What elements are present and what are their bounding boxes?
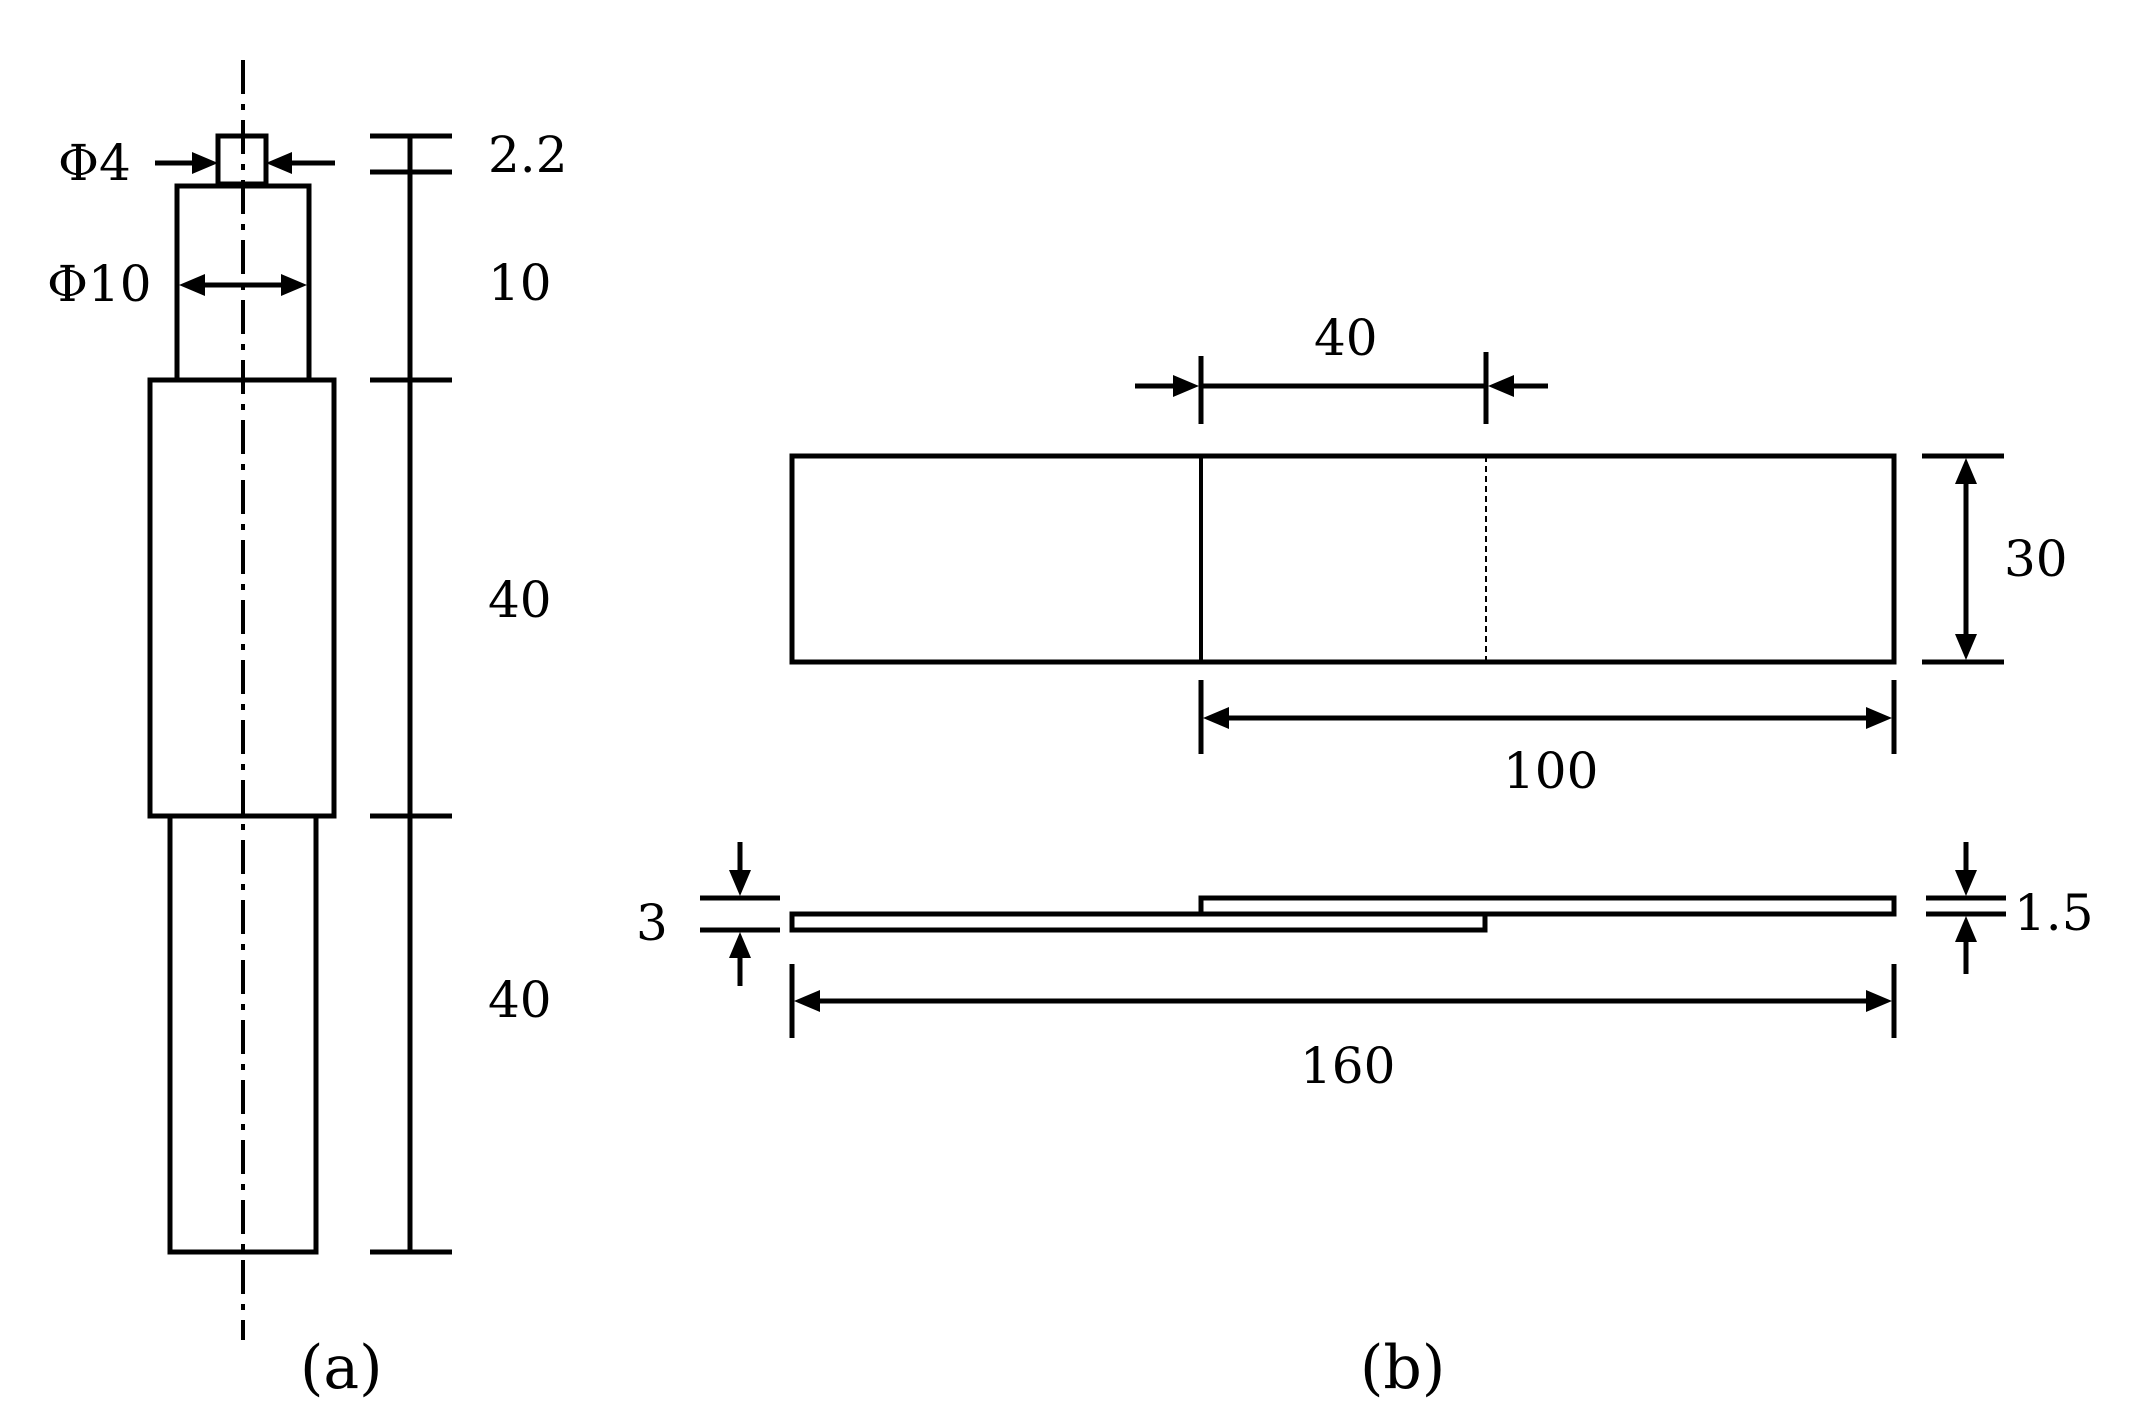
width-dimension: 30 [1922, 453, 2068, 665]
tool-shank-lower [167, 813, 319, 1255]
shoulder-diameter-label: Φ10 [47, 255, 152, 313]
width-label: 30 [2004, 530, 2068, 588]
segment-label-shoulder: 10 [488, 254, 552, 312]
segment-dimension-ruler: 2.2 10 40 40 [370, 126, 568, 1255]
panel-b-caption: (b) [1360, 1333, 1445, 1403]
panel-a-caption: (a) [300, 1333, 383, 1403]
shoulder-diameter-dimension: Φ10 [47, 255, 307, 313]
upper-sheet-side-view [1198, 895, 1897, 917]
total-thickness-label: 3 [636, 894, 668, 952]
total-length-label: 160 [1300, 1037, 1395, 1095]
sheet-length-label: 100 [1503, 742, 1598, 800]
total-thickness-dimension: 3 [636, 842, 780, 986]
pin-diameter-dimension: Φ4 [58, 134, 335, 192]
total-length-dimension: 160 [789, 964, 1897, 1095]
segment-label-shank: 40 [488, 971, 552, 1029]
sheet-length-dimension: 100 [1198, 680, 1897, 800]
lower-sheet-side-view [789, 911, 1488, 933]
sheet-thickness-label: 1.5 [2014, 884, 2094, 942]
panel-a-tool-drawing: Φ4 Φ10 2.2 10 40 40 (a) [47, 60, 568, 1403]
segment-label-body: 40 [488, 571, 552, 629]
overlap-label: 40 [1314, 309, 1378, 367]
pin-diameter-label: Φ4 [58, 134, 131, 192]
sheet-thickness-dimension: 1.5 [1926, 842, 2094, 974]
overlap-dimension: 40 [1135, 309, 1548, 424]
segment-label-pin: 2.2 [488, 126, 568, 184]
panel-b-specimen-drawing: 40 30 100 [636, 309, 2094, 1403]
specimen-top-view [789, 453, 1897, 665]
